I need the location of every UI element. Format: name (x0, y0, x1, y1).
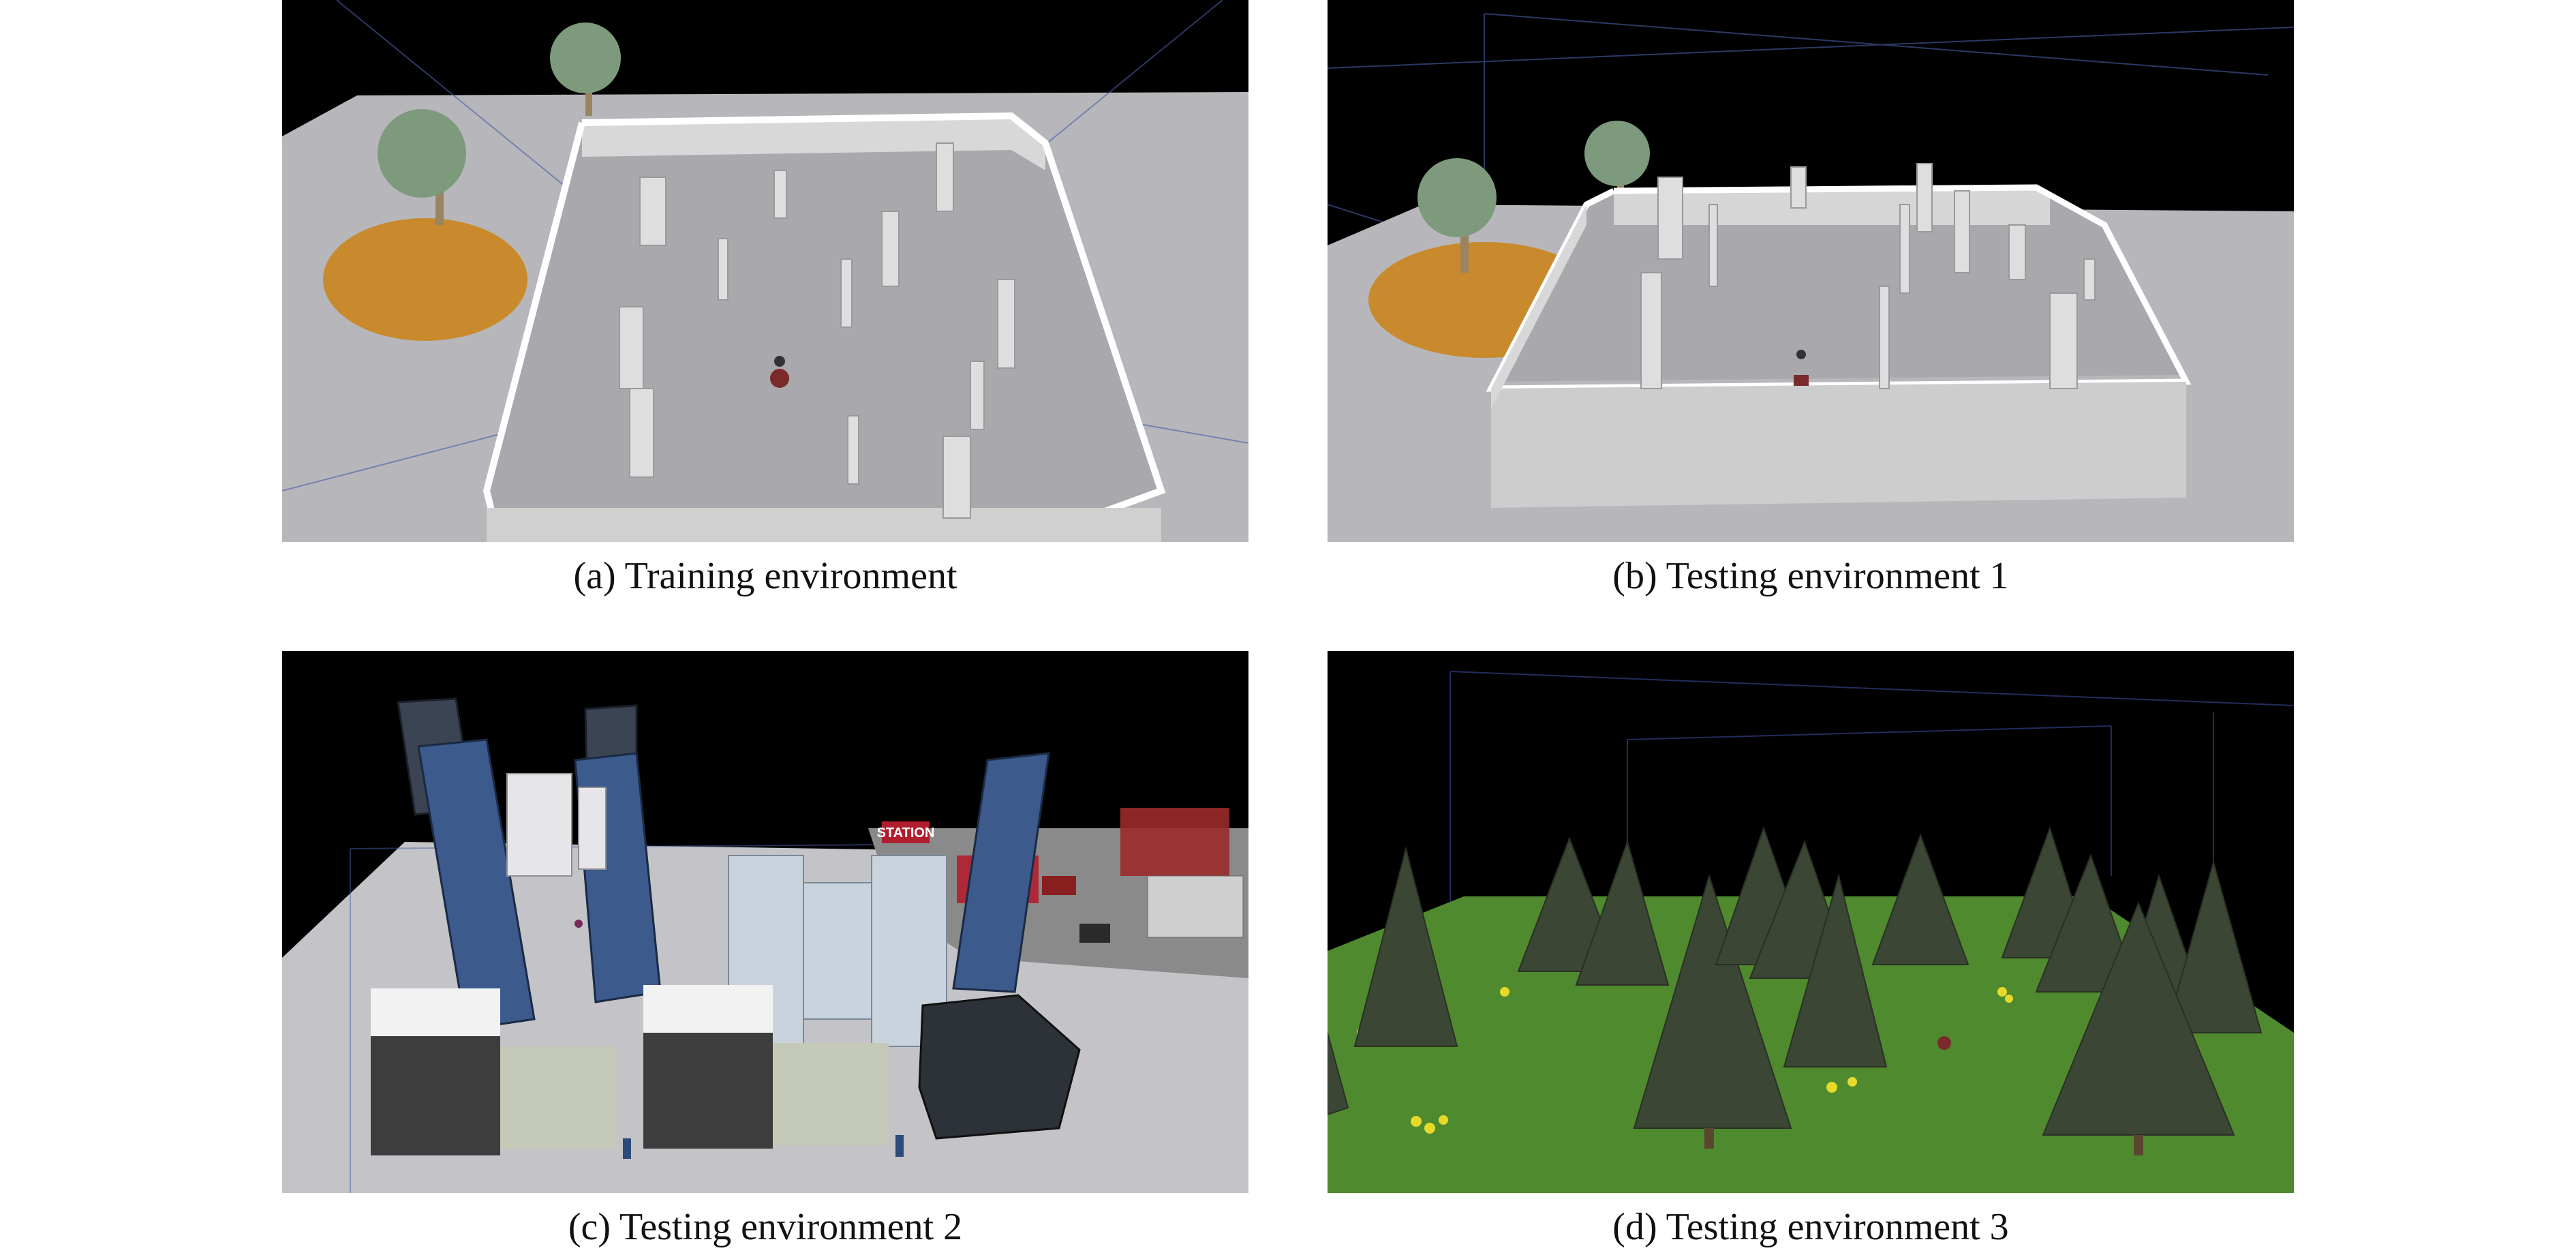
shop-building-grey (1147, 875, 1244, 938)
panel-training-environment (282, 0, 1248, 542)
robot (770, 369, 789, 388)
obstacles (619, 142, 1015, 519)
car-red (1042, 876, 1076, 895)
robot (1937, 1036, 1951, 1050)
training-environment-render (282, 0, 1248, 542)
station-sign-text: STATION (877, 826, 935, 840)
station-sign (882, 821, 930, 843)
testing-environment-2-render: STATION (282, 651, 1248, 1193)
residential-towers (506, 773, 607, 877)
caption-testing-environment-1: (b) Testing environment 1 (1612, 555, 2009, 597)
robot-sensor (774, 356, 785, 367)
caption-training-environment: (a) Training environment (573, 555, 957, 597)
panel-testing-environment-1 (1328, 0, 2294, 542)
obstacles (1640, 163, 2096, 389)
skyscrapers (397, 697, 1050, 1031)
pedestrian (895, 1135, 904, 1157)
sand-pile (323, 218, 527, 341)
tree-foliage (1417, 158, 1497, 237)
arena-wall-front (487, 508, 1161, 542)
robot-sensor (1796, 350, 1806, 359)
pine-trees (1328, 826, 2263, 1136)
tree-foliage (378, 109, 466, 198)
arena-wall-edge (482, 112, 1166, 521)
testing-environment-3-render (1328, 651, 2294, 1193)
arena-wall-back (1614, 187, 2050, 225)
houses (371, 985, 1081, 1155)
car-black (1079, 924, 1110, 943)
caption-testing-environment-2: (c) Testing environment 2 (568, 1206, 963, 1248)
caption-testing-environment-3: (d) Testing environment 3 (1612, 1206, 2009, 1248)
robot (574, 920, 583, 928)
robot (1794, 375, 1809, 386)
shop-building (1120, 808, 1229, 876)
testing-environment-1-render (1328, 0, 2294, 542)
arena-wall-front (1491, 382, 2186, 508)
tree-trunks (1704, 1128, 2143, 1155)
panel-testing-environment-3 (1328, 651, 2294, 1193)
arena-wall-back (582, 116, 1045, 170)
panel-testing-environment-2: STATION (282, 651, 1248, 1193)
tree-foliage (1584, 121, 1650, 186)
tree-foliage (550, 22, 621, 93)
pedestrian (623, 1138, 631, 1159)
